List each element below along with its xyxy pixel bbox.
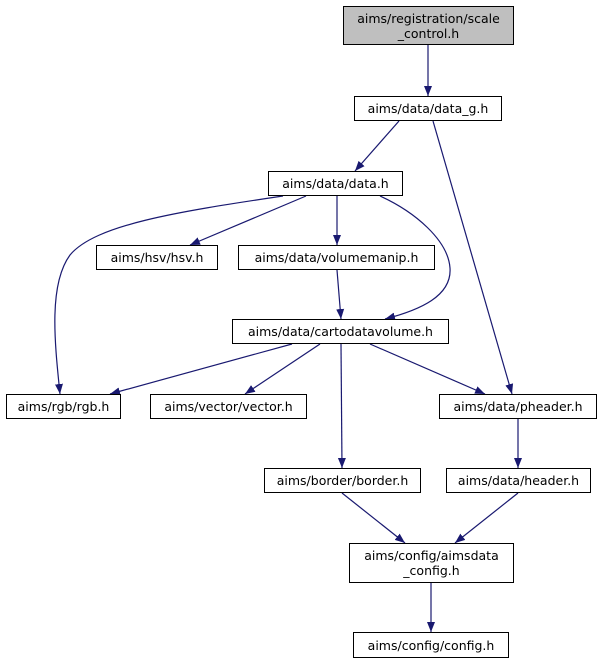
node-rgb-h[interactable]: aims/rgb/rgb.h (6, 394, 121, 419)
edge-cartodatavolume-to-vector (244, 343, 321, 395)
edge-data_g-to-pheader (432, 120, 514, 395)
edge-data-to-rgb (54, 195, 284, 395)
node-label: aims/data/data.h (282, 176, 389, 191)
edge-volumemanip-to-cartodatavolume (336, 269, 345, 320)
edge-cartodatavolume-to-rgb (109, 343, 293, 396)
edge-border-to-aimsdata_config (341, 492, 406, 544)
edge-cartodatavolume-to-pheader (369, 343, 486, 395)
edge-cartodatavolume-to-border (337, 343, 346, 469)
edge-data-to-hsv (189, 195, 307, 246)
node-label: aims/vector/vector.h (164, 399, 293, 414)
edge-data_g-to-data (354, 120, 400, 172)
node-volumemanip-h[interactable]: aims/data/volumemanip.h (238, 245, 435, 270)
node-data-g-h[interactable]: aims/data/data_g.h (354, 96, 502, 121)
node-border-h[interactable]: aims/border/border.h (264, 468, 421, 493)
node-label-line: _control.h (397, 25, 460, 41)
node-hsv-h[interactable]: aims/hsv/hsv.h (96, 245, 218, 270)
node-cartodatavolume-h[interactable]: aims/data/cartodatavolume.h (232, 319, 449, 344)
node-aimsdata-config-h[interactable]: aims/config/aimsdata _config.h (349, 543, 514, 583)
node-label: aims/data/cartodatavolume.h (248, 324, 433, 339)
node-vector-h[interactable]: aims/vector/vector.h (150, 394, 307, 419)
node-label: aims/border/border.h (276, 473, 409, 488)
node-label: aims/data/data_g.h (367, 101, 489, 116)
node-scale-control-h[interactable]: aims/registration/scale _control.h (343, 6, 514, 45)
node-label: aims/data/header.h (457, 473, 580, 488)
node-data-h[interactable]: aims/data/data.h (268, 171, 403, 196)
node-label: aims/rgb/rgb.h (17, 399, 110, 414)
node-pheader-h[interactable]: aims/data/pheader.h (439, 394, 597, 419)
node-label: aims/hsv/hsv.h (110, 250, 204, 265)
node-label: aims/data/volumemanip.h (254, 250, 419, 265)
node-config-h[interactable]: aims/config/config.h (353, 632, 509, 658)
node-label-line: aims/config/aimsdata (364, 548, 499, 563)
node-label: aims/data/pheader.h (453, 399, 583, 414)
node-label-line: aims/registration/scale (357, 10, 500, 26)
edge-data-to-cartodatavolume (379, 195, 451, 321)
node-header-h[interactable]: aims/data/header.h (446, 468, 591, 493)
node-label: aims/config/config.h (367, 637, 495, 653)
edge-header-to-aimsdata_config (454, 492, 519, 544)
edges-layer (54, 45, 522, 632)
node-label-line: _config.h (403, 563, 460, 578)
